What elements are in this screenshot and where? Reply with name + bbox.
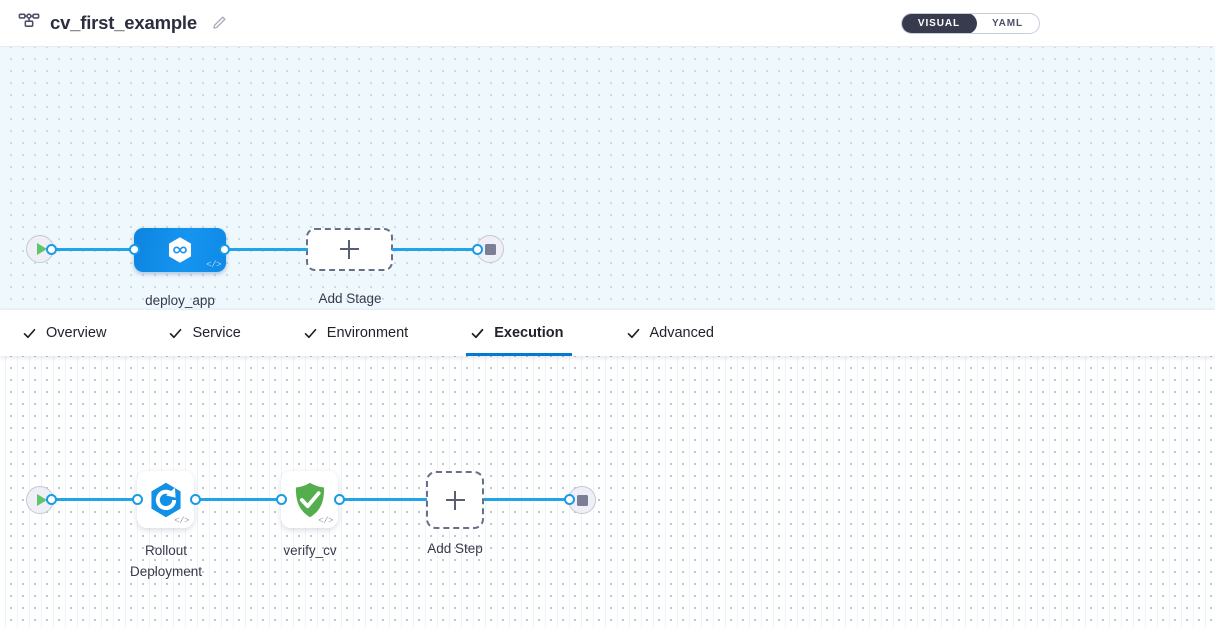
check-icon [470, 326, 485, 341]
hexagon-infinity-icon [165, 235, 195, 265]
code-badge-icon: </> [206, 260, 221, 270]
port-verify-out[interactable] [334, 494, 345, 505]
edge-add-step-to-end [484, 498, 574, 501]
edge-start-to-rollout [52, 498, 138, 501]
hexagon-rollout-icon [146, 480, 186, 520]
play-icon [36, 243, 47, 255]
tab-execution[interactable]: Execution [466, 310, 587, 356]
tab-service-label: Service [192, 325, 241, 341]
port-start-out[interactable] [46, 494, 57, 505]
plus-icon [340, 240, 359, 259]
edge-rollout-to-verify [195, 498, 282, 501]
code-badge-icon: </> [174, 516, 189, 526]
add-stage-node[interactable] [306, 228, 393, 271]
header-left-group: cv_first_example [18, 12, 227, 34]
add-stage-node-label: Add Stage [318, 291, 382, 306]
check-icon [168, 326, 183, 341]
stage-node-deploy-app-label: deploy_app [145, 293, 215, 308]
end-node-circle[interactable] [568, 486, 596, 514]
step-node-rollout-deployment-label: Rollout Deployment [129, 543, 203, 579]
stage-config-tabs[interactable]: Overview Service Environment Execution A… [0, 310, 1215, 356]
stage-node-deploy-app-body[interactable]: </> [134, 228, 226, 272]
edge-verify-to-add-step [339, 498, 427, 501]
step-node-rollout-deployment[interactable]: </> [137, 471, 194, 528]
check-icon [303, 326, 318, 341]
stage-node-deploy-app[interactable]: </> [134, 228, 226, 272]
view-toggle-visual[interactable]: VISUAL [901, 14, 977, 33]
port-end-in[interactable] [564, 494, 575, 505]
execution-step-canvas[interactable]: </> Rollout Deployment </> verify_cv Add… [0, 356, 1215, 627]
port-rollout-in[interactable] [132, 494, 143, 505]
plus-icon [445, 490, 465, 510]
edge-start-to-deploy-app [52, 248, 136, 251]
tab-advanced-label: Advanced [649, 325, 715, 341]
check-icon [626, 326, 641, 341]
tab-service[interactable]: Service [164, 310, 264, 356]
port-verify-in[interactable] [276, 494, 287, 505]
tab-environment[interactable]: Environment [299, 310, 432, 356]
add-step-node-body[interactable] [426, 471, 484, 529]
step-end-node[interactable] [568, 486, 596, 514]
view-mode-toggle[interactable]: VISUAL YAML [900, 13, 1040, 34]
app-header: cv_first_example VISUAL YAML [0, 0, 1215, 47]
shield-check-icon [290, 480, 330, 520]
stage-graph-canvas[interactable]: </> deploy_app Add Stage [0, 47, 1215, 310]
edge-add-stage-to-end [392, 248, 482, 251]
stop-square-icon [484, 243, 496, 255]
pipeline-nodes-icon [18, 12, 40, 34]
edge-deploy-app-to-add-stage [224, 248, 308, 251]
step-node-verify-cv-label: verify_cv [283, 543, 337, 558]
add-stage-node-body[interactable] [306, 228, 393, 271]
code-badge-icon: </> [318, 516, 333, 526]
tab-advanced[interactable]: Advanced [622, 310, 739, 356]
tab-execution-label: Execution [494, 325, 564, 341]
port-start-out[interactable] [46, 244, 57, 255]
step-node-verify-cv-body[interactable]: </> [281, 471, 338, 528]
port-deploy-app-out[interactable] [219, 244, 230, 255]
add-step-node-label: Add Step [427, 541, 483, 556]
step-node-rollout-deployment-body[interactable]: </> [137, 471, 194, 528]
view-toggle-yaml[interactable]: YAML [976, 14, 1039, 33]
port-rollout-out[interactable] [190, 494, 201, 505]
stop-square-icon [576, 494, 588, 506]
tab-environment-label: Environment [326, 325, 409, 341]
step-node-verify-cv[interactable]: </> [281, 471, 338, 528]
pencil-edit-icon[interactable] [211, 15, 227, 31]
add-step-node[interactable] [426, 471, 484, 529]
tab-overview-label: Overview [46, 325, 107, 341]
port-end-in[interactable] [472, 244, 483, 255]
port-deploy-app-in[interactable] [129, 244, 140, 255]
tab-overview[interactable]: Overview [18, 310, 130, 356]
play-icon [36, 494, 47, 506]
page-title: cv_first_example [50, 12, 197, 33]
check-icon [22, 326, 37, 341]
